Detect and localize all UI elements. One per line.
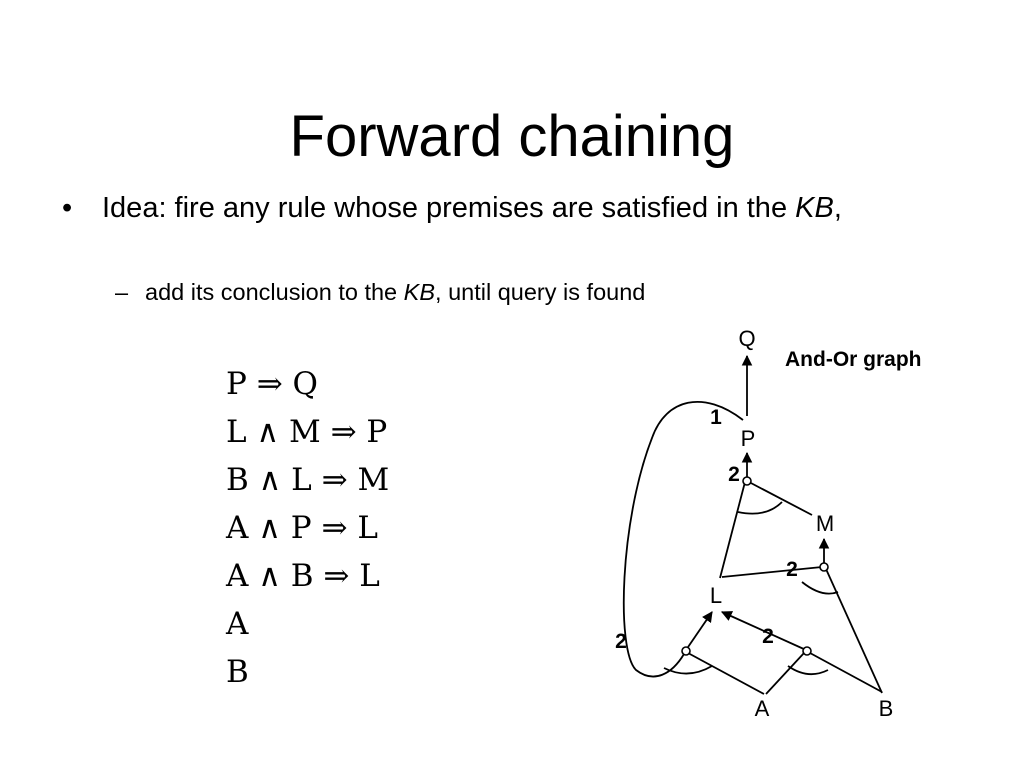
count-ab-and: 2 bbox=[762, 625, 774, 648]
edge-b-to-ab bbox=[809, 652, 883, 693]
and-arc-ab bbox=[787, 665, 829, 676]
node-b: B bbox=[879, 696, 894, 721]
rules-list: P ⇒ Q L ∧ M ⇒ P B ∧ L ⇒ M A ∧ P ⇒ L A ∧ … bbox=[226, 362, 556, 698]
rule-p-implies-q: P ⇒ Q bbox=[226, 366, 318, 402]
count-lm-and: 2 bbox=[728, 463, 740, 486]
fact-a: A bbox=[226, 606, 249, 642]
edge-m-to-lm bbox=[748, 481, 813, 516]
rule-a-and-b-implies-l: A ∧ B ⇒ L bbox=[226, 558, 380, 594]
rule-l-and-m-implies-p: L ∧ M ⇒ P bbox=[226, 414, 388, 450]
subbullet-kb-emphasis: KB bbox=[403, 279, 436, 305]
count-ap-and: 2 bbox=[615, 630, 627, 653]
and-arc-lm bbox=[737, 501, 783, 515]
bullet-text: Idea: fire any rule whose premises are s… bbox=[102, 190, 932, 226]
node-q: Q bbox=[738, 326, 755, 351]
subbullet-text: add its conclusion to the KB, until quer… bbox=[145, 277, 645, 307]
edge-l-to-bl bbox=[721, 566, 823, 578]
node-m: M bbox=[816, 511, 834, 536]
edge-l-to-lm bbox=[719, 481, 746, 579]
join-nodes bbox=[681, 476, 829, 656]
and-arc-bl bbox=[801, 581, 839, 595]
graph-edges bbox=[622, 354, 883, 695]
node-l: L bbox=[710, 583, 722, 608]
join-node-ab bbox=[802, 646, 812, 656]
and-arc-ap bbox=[663, 665, 713, 675]
and-or-graph: And-Or graph Q P M L A B 1 2 2 2 2 bbox=[615, 326, 922, 721]
rule-b-and-l-implies-m: B ∧ L ⇒ M bbox=[226, 462, 390, 498]
bullet-marker: • bbox=[62, 192, 73, 224]
bullet-text-start: Idea: fire any rule whose premises are s… bbox=[102, 192, 796, 224]
edge-p-loop-to-ap bbox=[622, 400, 744, 678]
rule-a-and-p-implies-l: A ∧ P ⇒ L bbox=[226, 510, 378, 546]
edge-a-to-ab bbox=[765, 652, 805, 695]
subbullet-marker: – bbox=[115, 279, 129, 305]
edge-ap-to-l bbox=[685, 611, 713, 651]
subbullet-text-end: , until query is found bbox=[435, 279, 646, 305]
fact-b: B bbox=[226, 654, 249, 690]
graph-title: And-Or graph bbox=[785, 348, 922, 371]
bullet-kb-emphasis: KB bbox=[795, 192, 834, 224]
node-p: P bbox=[741, 426, 756, 451]
join-node-bl bbox=[819, 562, 829, 572]
join-node-lm bbox=[742, 476, 752, 486]
bullet-text-end: , bbox=[833, 192, 842, 224]
join-node-ap bbox=[681, 646, 691, 656]
edge-b-to-bl bbox=[825, 568, 883, 694]
count-p: 1 bbox=[710, 406, 722, 429]
node-a: A bbox=[755, 696, 770, 721]
slide-title: Forward chaining bbox=[289, 103, 735, 169]
subbullet-text-start: add its conclusion to the bbox=[145, 279, 404, 305]
edge-a-to-ap bbox=[687, 652, 765, 695]
edge-ab-to-l bbox=[721, 611, 807, 651]
